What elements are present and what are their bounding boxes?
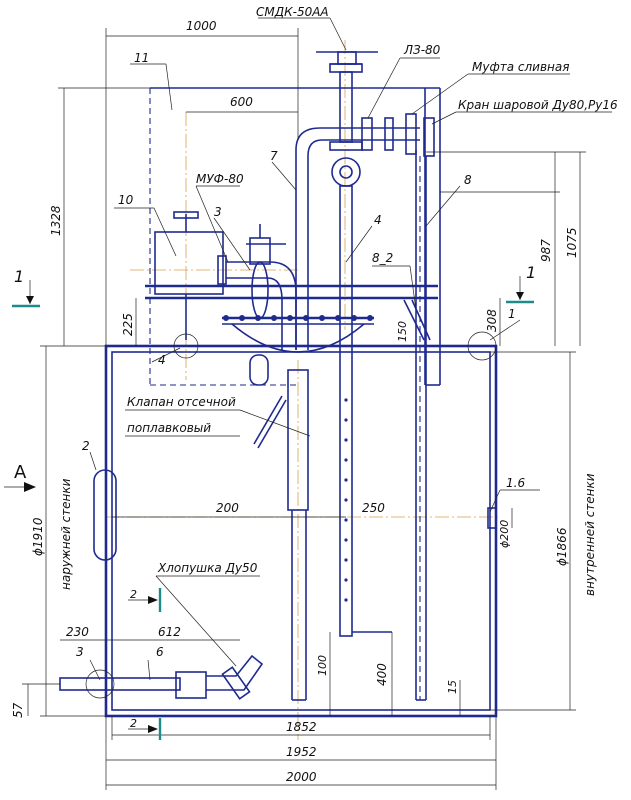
dim-1000: 1000 xyxy=(186,19,217,33)
muf-box xyxy=(154,211,227,340)
dimension-lines xyxy=(22,28,586,790)
section-marks xyxy=(4,276,534,740)
pipe-elbow-3 xyxy=(226,224,297,386)
pos-4a: 4 xyxy=(374,213,382,227)
label-smdk: СМДК-50АА xyxy=(256,5,329,19)
detail-circles xyxy=(85,331,497,699)
section-1-left: 1 xyxy=(14,267,24,286)
label-kran: Кран шаровой Ду80,Ру16 xyxy=(458,98,618,112)
pos-4b: 4 xyxy=(158,353,166,367)
smdk-assembly xyxy=(316,51,392,637)
text-labels: СМДК-50АА ЛЗ-80 Муфта сливная Кран шаров… xyxy=(11,5,618,784)
platform xyxy=(145,284,438,300)
leader-lines xyxy=(89,17,612,681)
pos-1-6: 1.6 xyxy=(506,476,525,490)
label-lz: ЛЗ-80 xyxy=(403,43,441,57)
hatch-2 xyxy=(93,469,497,561)
lz-kran-assembly xyxy=(356,113,435,700)
dim-100: 100 xyxy=(316,655,329,676)
dim-308: 308 xyxy=(485,309,499,332)
pipe-7 xyxy=(253,127,356,701)
label-mufta: Муфта сливная xyxy=(472,60,569,74)
dim-1952: 1952 xyxy=(286,745,317,759)
pos-3b: 3 xyxy=(76,645,84,659)
dim-987: 987 xyxy=(539,239,553,262)
dim-250: 250 xyxy=(362,501,385,515)
dim-1328: 1328 xyxy=(49,205,63,236)
pos-7: 7 xyxy=(270,149,278,163)
dim-phi200: ϕ200 xyxy=(498,520,511,548)
dim-225: 225 xyxy=(121,313,135,336)
pos-1: 1 xyxy=(508,307,516,321)
pos-11: 11 xyxy=(134,51,149,65)
dim-15: 15 xyxy=(446,680,459,694)
label-muf: МУФ-80 xyxy=(196,172,244,186)
upper-frame xyxy=(149,87,441,386)
section-2-b: 2 xyxy=(130,717,137,730)
pos-8: 8 xyxy=(464,173,472,187)
dim-57: 57 xyxy=(11,702,25,718)
bottom-pipe xyxy=(59,654,264,700)
dim-phi1866: ϕ1866 xyxy=(555,527,569,566)
column-8 xyxy=(415,330,427,701)
dim-400: 400 xyxy=(375,663,389,686)
pos-8-2: 8_2 xyxy=(372,251,393,265)
dim-1075: 1075 xyxy=(565,227,579,258)
flange-row xyxy=(222,315,374,353)
dim-150: 150 xyxy=(396,321,409,342)
section-2-a: 2 xyxy=(130,588,137,601)
label-outer-wall: наружней стенки xyxy=(59,478,73,590)
dim-2000: 2000 xyxy=(286,770,317,784)
label-hlopushka: Хлопушка Ду50 xyxy=(157,561,258,575)
dim-230: 230 xyxy=(66,625,89,639)
pos-2: 2 xyxy=(82,439,90,453)
pos-6: 6 xyxy=(156,645,164,659)
pos-10: 10 xyxy=(118,193,134,207)
label-inner-wall: внутренней стенки xyxy=(583,473,597,596)
label-klapan-1: Клапан отсечной xyxy=(127,395,236,409)
dim-612: 612 xyxy=(158,625,181,639)
dim-phi1910: ϕ1910 xyxy=(31,517,45,556)
label-klapan-2: поплавковый xyxy=(127,421,211,435)
dim-600: 600 xyxy=(230,95,253,109)
section-1-right: 1 xyxy=(526,263,536,282)
label-view-a: А xyxy=(14,462,27,483)
pos-3a: 3 xyxy=(214,205,222,219)
dim-1852: 1852 xyxy=(286,720,317,734)
dim-200: 200 xyxy=(216,501,239,515)
